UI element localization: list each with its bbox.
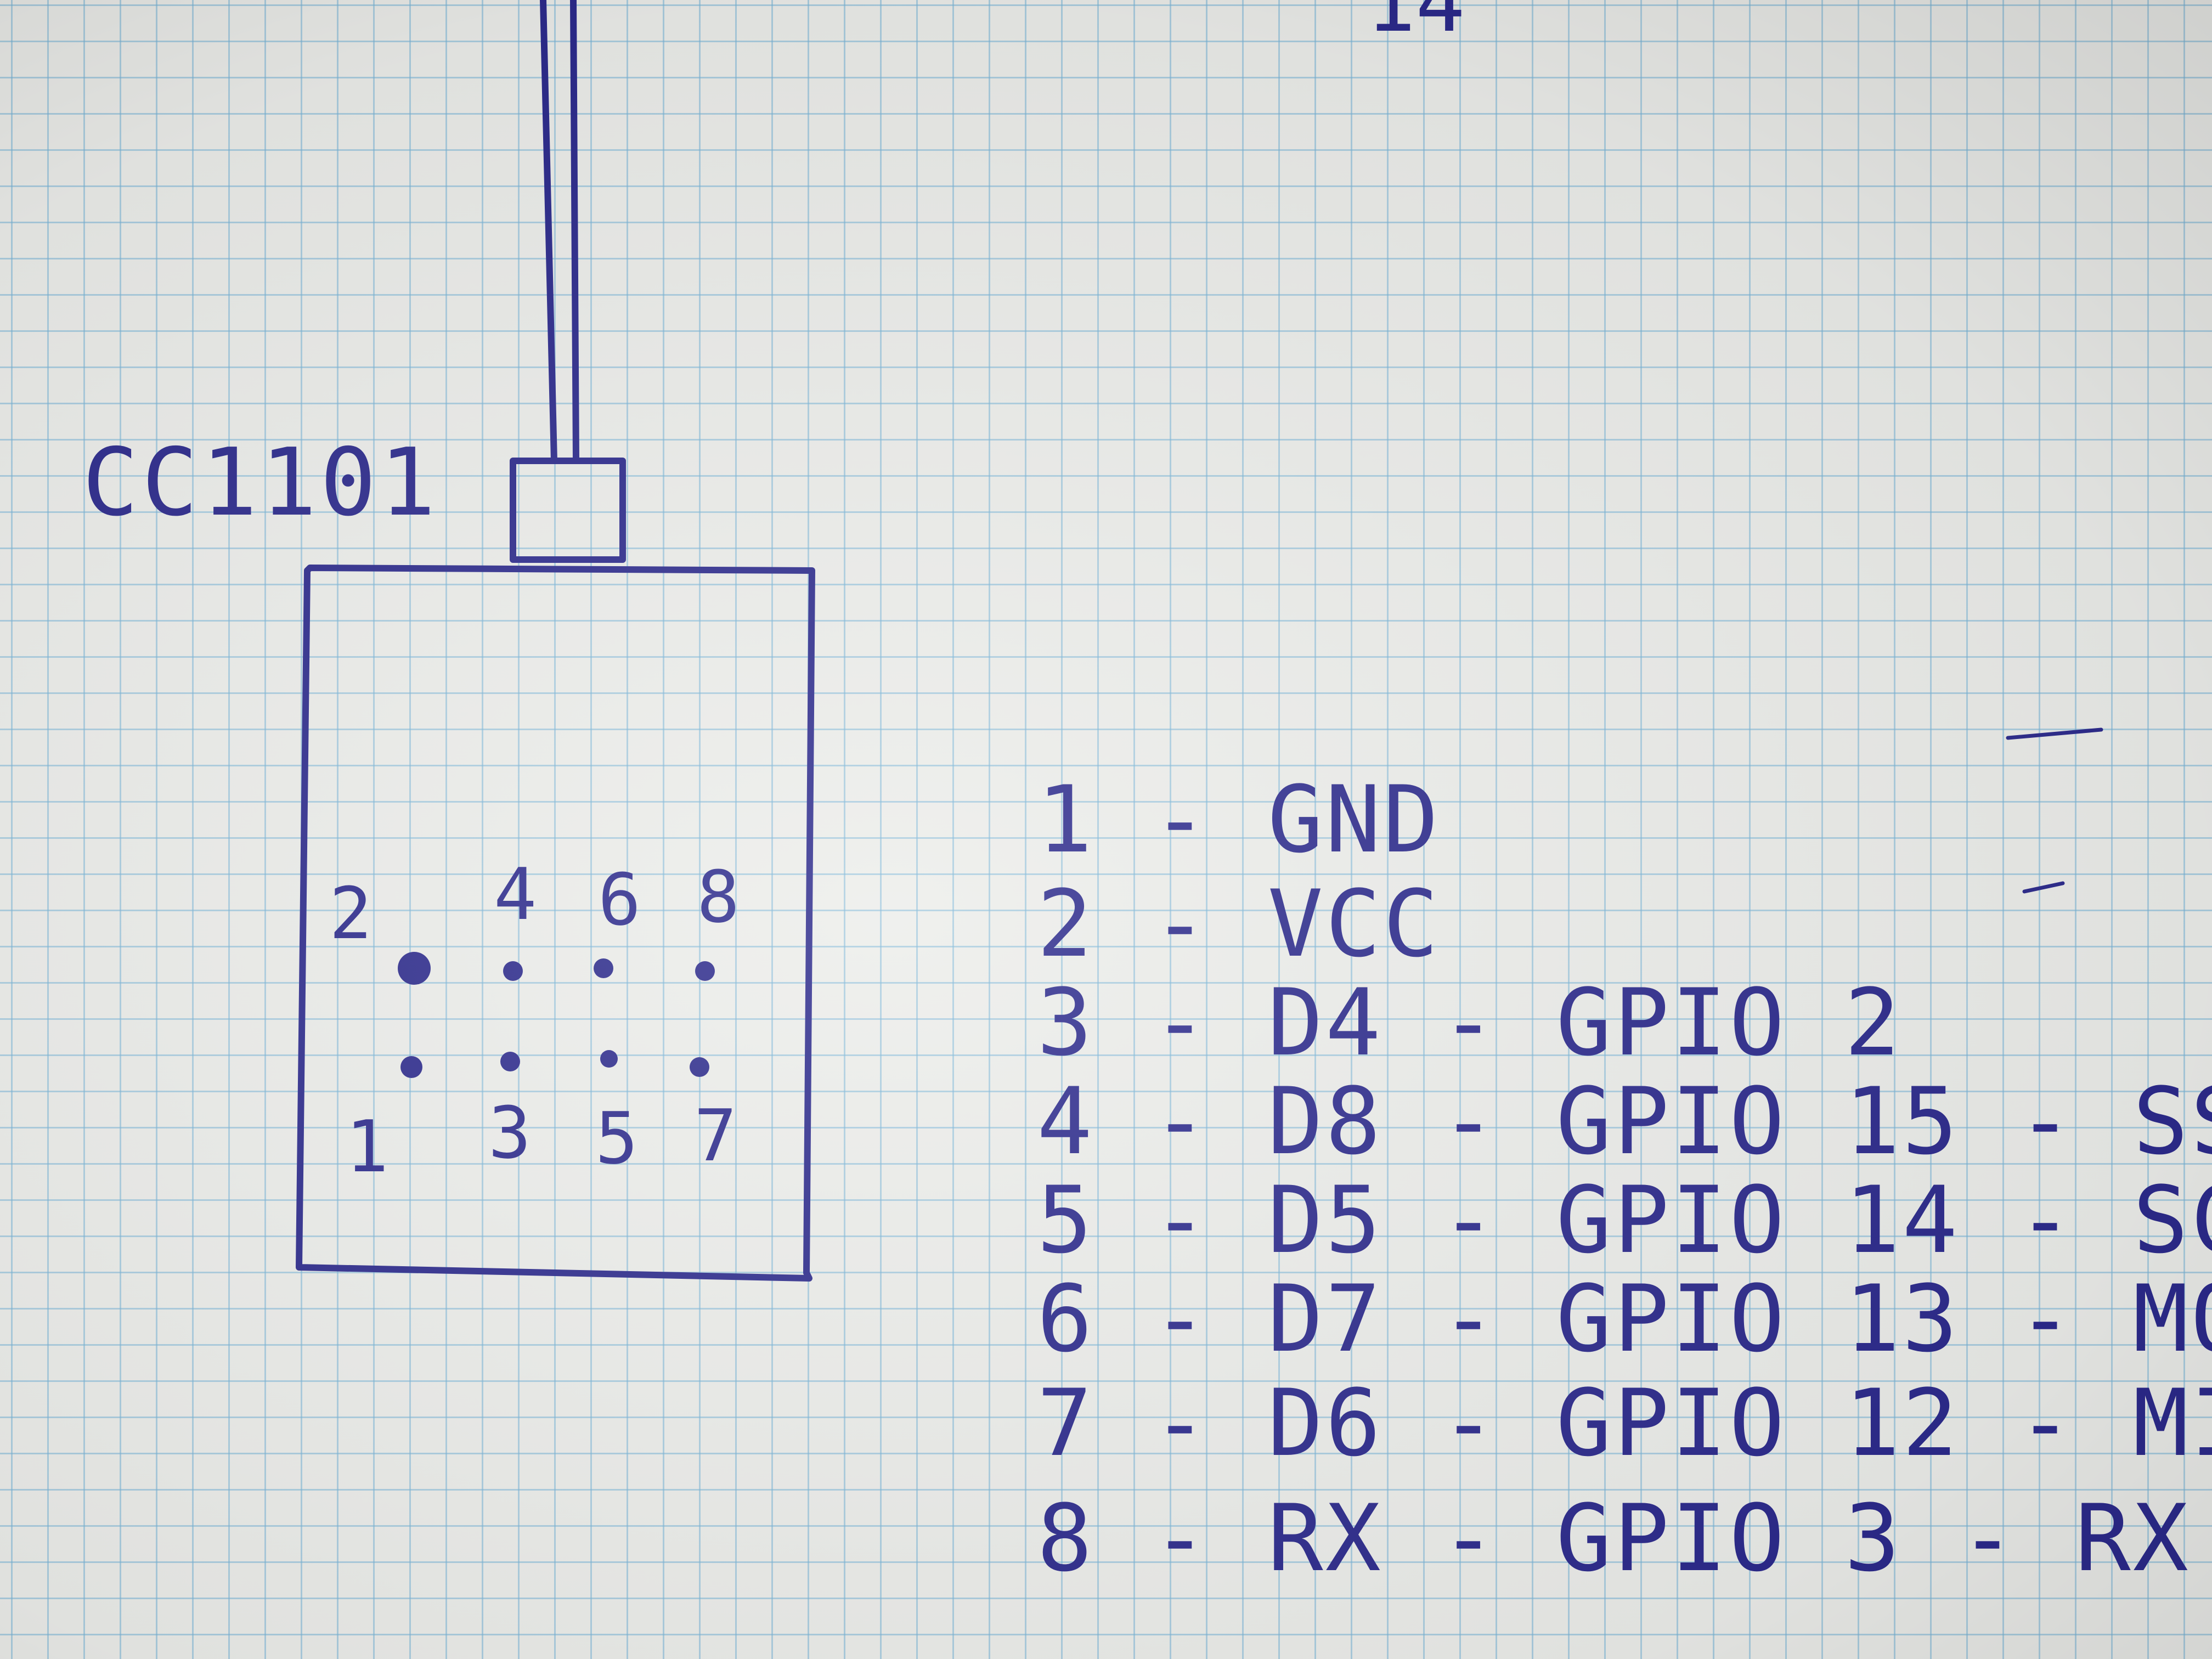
pen-mark	[2022, 881, 2065, 894]
pin-dot	[400, 1056, 422, 1078]
pinout-row: 8 - RX - GPIO 3 - RX	[1037, 1485, 2191, 1592]
pin-number-label: 7	[694, 1094, 737, 1177]
top-fragment-number: 14	[1366, 0, 1465, 50]
pin-number-label: 3	[488, 1091, 532, 1175]
pin-dot	[695, 961, 715, 981]
module-title: CC1101	[82, 428, 439, 537]
pin-number-label: 1	[346, 1105, 389, 1188]
pinout-row: 2 - VCC	[1037, 870, 1441, 978]
pin-dot	[594, 958, 613, 978]
module-outline	[296, 565, 815, 1282]
pin-dot	[690, 1057, 709, 1077]
pin-dot	[503, 961, 523, 981]
pinout-row: 3 - D4 - GPIO 2	[1037, 969, 1903, 1076]
pinout-row: 6 - D7 - GPIO 13 - MOSI	[1037, 1265, 2212, 1373]
pinout-row: 5 - D5 - GPIO 14 - SCK	[1037, 1166, 2212, 1274]
pen-mark	[2006, 727, 2103, 740]
pin-number-label: 5	[595, 1097, 639, 1180]
antenna-connector	[510, 458, 626, 563]
antenna-wire-inner	[570, 0, 579, 464]
pin-dot	[398, 952, 431, 985]
pin-number-label: 6	[598, 858, 641, 941]
pin-number-label: 8	[697, 855, 740, 939]
pinout-row: 4 - D8 - GPIO 15 - SS	[1037, 1068, 2212, 1175]
antenna-wire	[540, 0, 557, 464]
pin-number-label: 2	[329, 872, 373, 955]
pin-dot	[500, 1052, 520, 1071]
pinout-row: 1 - GND	[1037, 766, 1441, 873]
pinout-row: 7 - D6 - GPIO 12 - MISO	[1037, 1369, 2212, 1477]
pin-number-label: 4	[494, 853, 537, 936]
pin-dot	[600, 1050, 618, 1068]
